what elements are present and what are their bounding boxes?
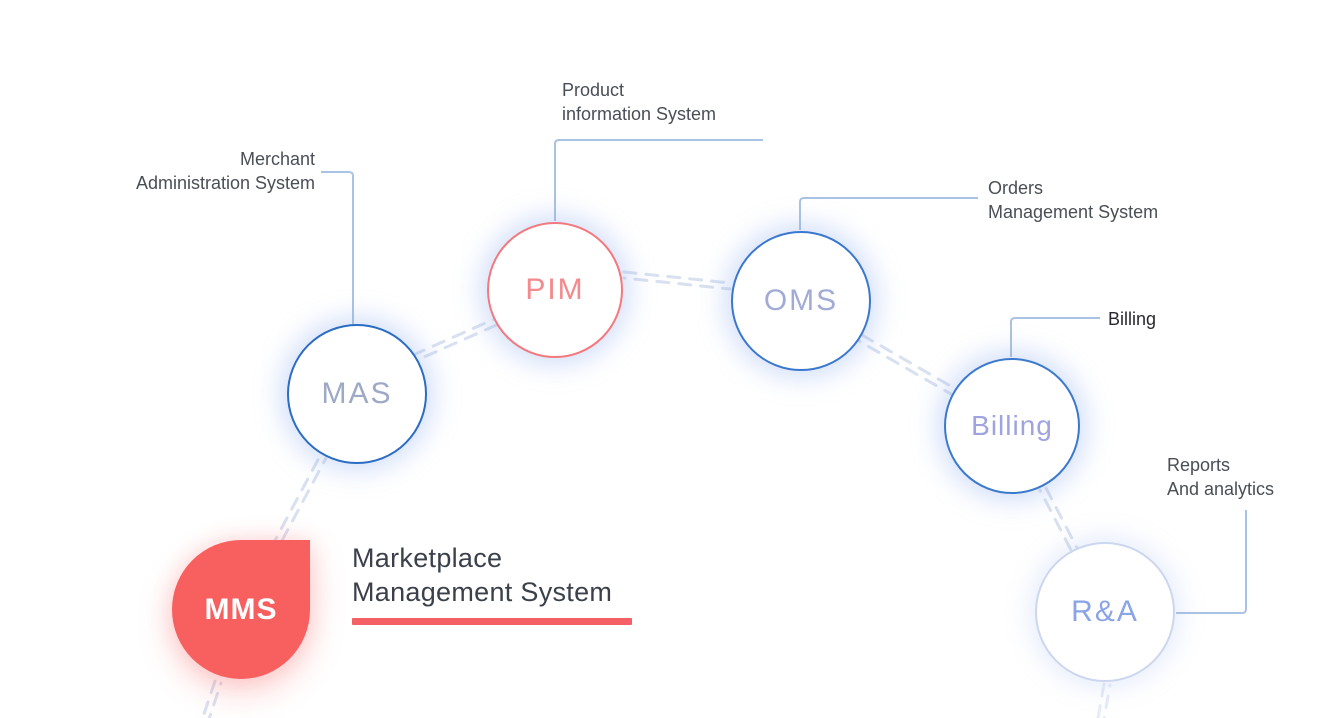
chain-segment-oms-billing (857, 333, 956, 396)
node-oms: OMS (731, 231, 871, 371)
node-mms-label: MMS (204, 592, 278, 626)
connector-oms-caption (799, 197, 978, 230)
node-ra: R&A (1035, 542, 1175, 682)
caption-line: information System (562, 104, 717, 124)
caption-line: Reports (1167, 455, 1231, 475)
caption-line: Product (562, 80, 625, 100)
diagram-title: Marketplace Management System (352, 541, 632, 625)
chain-segment-billing-ra (1038, 486, 1079, 552)
node-oms-label: OMS (763, 284, 839, 317)
node-pim-label: PIM (525, 273, 585, 306)
chain-segment-pim-oms (622, 270, 732, 291)
chain-segment-mms-tail (201, 679, 223, 718)
node-pim: PIM (487, 222, 623, 358)
connector-ra-caption (1176, 510, 1247, 614)
caption-line: And analytics (1167, 479, 1275, 499)
title-line: Marketplace (352, 543, 503, 573)
caption-line: Orders (988, 178, 1044, 198)
title-line: Management System (352, 577, 613, 607)
chain-segment-mms-mas (269, 454, 328, 552)
chain-segment-ra-tail (1096, 682, 1112, 718)
caption-product-information-system: Product information System (562, 78, 716, 126)
node-mas: MAS (287, 324, 427, 464)
caption-line: Administration System (135, 173, 315, 193)
chain-segment-mas-pim (411, 315, 503, 363)
caption-orders-management-system: Orders Management System (988, 176, 1158, 224)
caption-line: Management System (988, 202, 1159, 222)
connector-pim-caption (554, 139, 763, 221)
node-mas-label: MAS (321, 377, 393, 410)
caption-line: Billing (1108, 309, 1157, 329)
node-billing: Billing (944, 358, 1080, 494)
caption-billing: Billing (1108, 307, 1156, 331)
node-ra-label: R&A (1071, 595, 1139, 628)
caption-line: Merchant (239, 149, 315, 169)
caption-reports-and-analytics: Reports And analytics (1167, 453, 1274, 501)
node-billing-label: Billing (971, 410, 1053, 441)
title-underline (352, 618, 632, 625)
node-mms: MMS (172, 540, 310, 679)
connector-billing-caption (1010, 317, 1100, 357)
caption-merchant-administration-system: Merchant Administration System (136, 147, 315, 195)
connector-mas-caption (321, 171, 354, 325)
